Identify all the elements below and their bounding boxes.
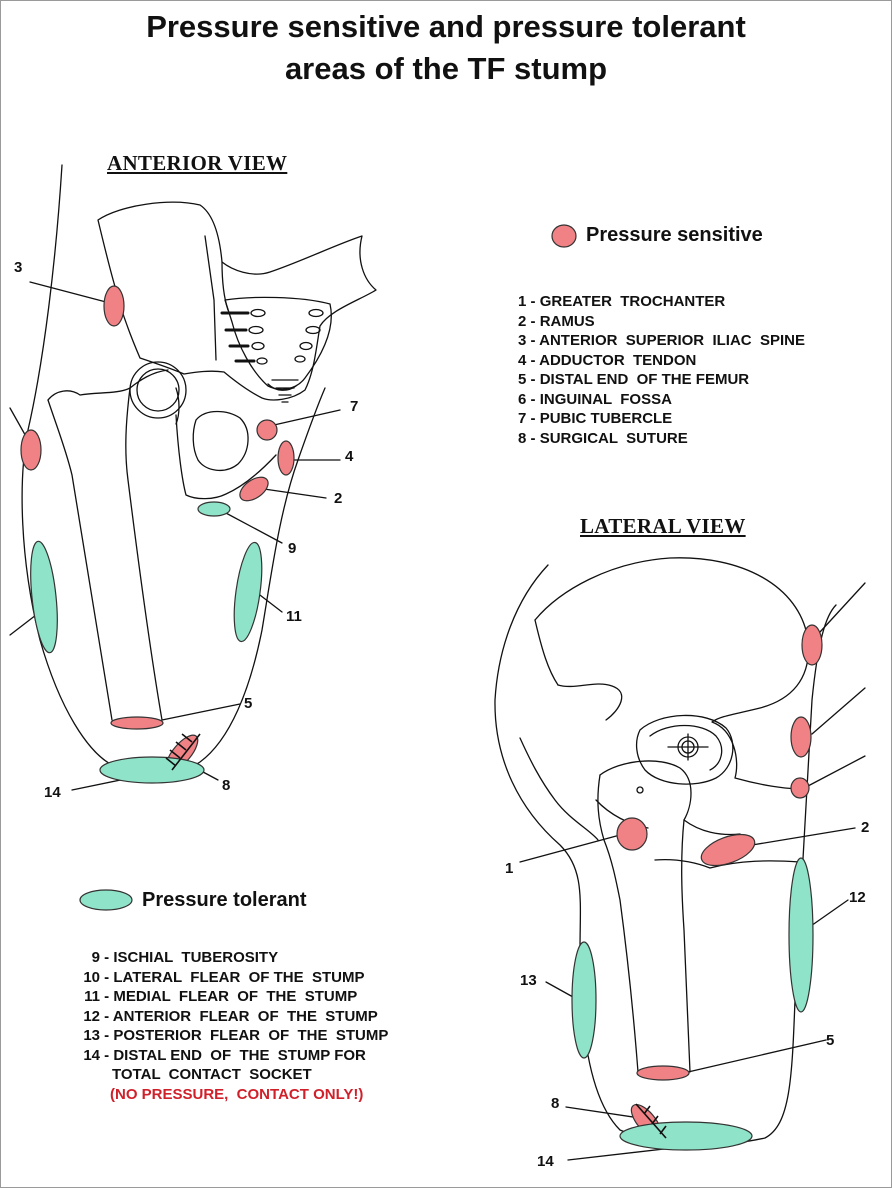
legend-tolerant-label: Pressure tolerant [142, 889, 307, 911]
ant-marker-14: 14 [44, 784, 61, 801]
lat-zone-2 [700, 833, 756, 867]
sensitive-item: 4 - ADDUCTOR TENDON [518, 351, 697, 369]
tolerant-continuation: TOTAL CONTACT SOCKET [112, 1066, 312, 1083]
sensitive-item: 3 - ANTERIOR SUPERIOR ILIAC SPINE [518, 332, 805, 349]
suture-marks [165, 733, 667, 1139]
sensitive-item: 6 - INGUINAL FOSSA [518, 390, 672, 408]
anterior-femur-shaft [47, 369, 180, 721]
ant-marker-11: 11 [286, 608, 302, 625]
lat-marker-14: 14 [537, 1153, 554, 1170]
ant-marker-5: 5 [244, 695, 253, 712]
ant-marker-9: 9 [288, 540, 297, 557]
ant-marker-4: 4 [345, 448, 354, 465]
lat-zone-12 [788, 857, 814, 1013]
sensitive-item: 1 - GREATER TROCHANTER [518, 293, 726, 310]
lat-marker-12: 12 [849, 889, 866, 906]
lateral-leader-lines [519, 582, 866, 1161]
anterior-pelvis-outline [97, 201, 377, 401]
lat-zone-lower [790, 777, 810, 799]
anterior-obturator [175, 410, 277, 500]
lat-marker-5: 5 [826, 1032, 835, 1049]
lateral-pelvis-outline [519, 557, 810, 841]
lat-zone-1 [616, 817, 648, 851]
anterior-leader-lines [9, 281, 341, 791]
sensitive-list: 1 - GREATER TROCHANTER 2 - RAMUS 3 - ANT… [518, 292, 805, 448]
anterior-sacrum [220, 296, 332, 403]
anterior-view-heading: ANTERIOR VIEW [107, 151, 288, 175]
ant-zone-lateral-upper [20, 429, 42, 471]
lat-zone-middle [790, 716, 812, 758]
ant-zone-4 [277, 440, 295, 476]
ant-zone-5 [110, 716, 164, 730]
lat-marker-1: 1 [505, 860, 514, 877]
lateral-view-heading: LATERAL VIEW [580, 514, 746, 538]
lat-marker-13: 13 [520, 972, 537, 989]
tolerant-item: 12 - ANTERIOR FLEAR OF THE STUMP [83, 1007, 378, 1025]
ant-zone-7 [256, 419, 278, 441]
ant-zone-3 [103, 285, 125, 327]
lateral-femur [595, 760, 801, 1073]
tolerant-list: 9 - ISCHIAL TUBEROSITY 10 - LATERAL FLEA… [82, 948, 388, 1104]
sensitive-item: 8 - SURGICAL SUTURE [518, 429, 688, 447]
lat-zone-14 [619, 1121, 753, 1151]
ant-marker-2: 2 [334, 490, 343, 507]
ant-marker-7: 7 [350, 398, 359, 415]
tolerant-item: 13 - POSTERIOR FLEAR OF THE STUMP [83, 1027, 389, 1044]
ant-zone-2 [239, 476, 269, 502]
lateral-acetabulum [635, 714, 734, 785]
title-line-2: areas of the TF stump [284, 51, 608, 86]
ant-zone-14 [99, 756, 205, 784]
ant-zone-10 [30, 540, 58, 654]
lat-marker-8: 8 [551, 1095, 560, 1112]
lat-zone-13 [571, 941, 597, 1059]
sensitive-item: 7 - PUBIC TUBERCLE [518, 410, 673, 427]
tolerant-item: 10 - LATERAL FLEAR OF THE STUMP [83, 968, 365, 986]
tolerant-warning-note: (NO PRESSURE, CONTACT ONLY!) [110, 1085, 364, 1103]
ant-marker-3: 3 [14, 259, 23, 276]
tolerant-item: 9 - ISCHIAL TUBEROSITY [91, 949, 279, 966]
anterior-femur-head [129, 361, 187, 419]
tolerant-item: 11 - MEDIAL FLEAR OF THE STUMP [84, 988, 358, 1005]
lat-marker-2: 2 [861, 819, 870, 836]
sensitive-item: 2 - RAMUS [518, 312, 595, 330]
sensitive-item: 5 - DISTAL END OF THE FEMUR [518, 371, 750, 388]
ant-zone-9 [197, 501, 231, 517]
legend-tolerant-swatch [79, 889, 133, 911]
ant-zone-11 [233, 541, 263, 643]
tolerant-item: 14 - DISTAL END OF THE STUMP FOR [83, 1046, 366, 1064]
legend-sensitive-swatch [551, 224, 577, 248]
title-line-1: Pressure sensitive and pressure tolerant [146, 9, 746, 44]
lat-zone-upper [801, 624, 823, 666]
legend-sensitive-label: Pressure sensitive [586, 224, 763, 246]
ant-marker-8: 8 [222, 777, 231, 794]
lat-zone-5 [636, 1065, 690, 1081]
